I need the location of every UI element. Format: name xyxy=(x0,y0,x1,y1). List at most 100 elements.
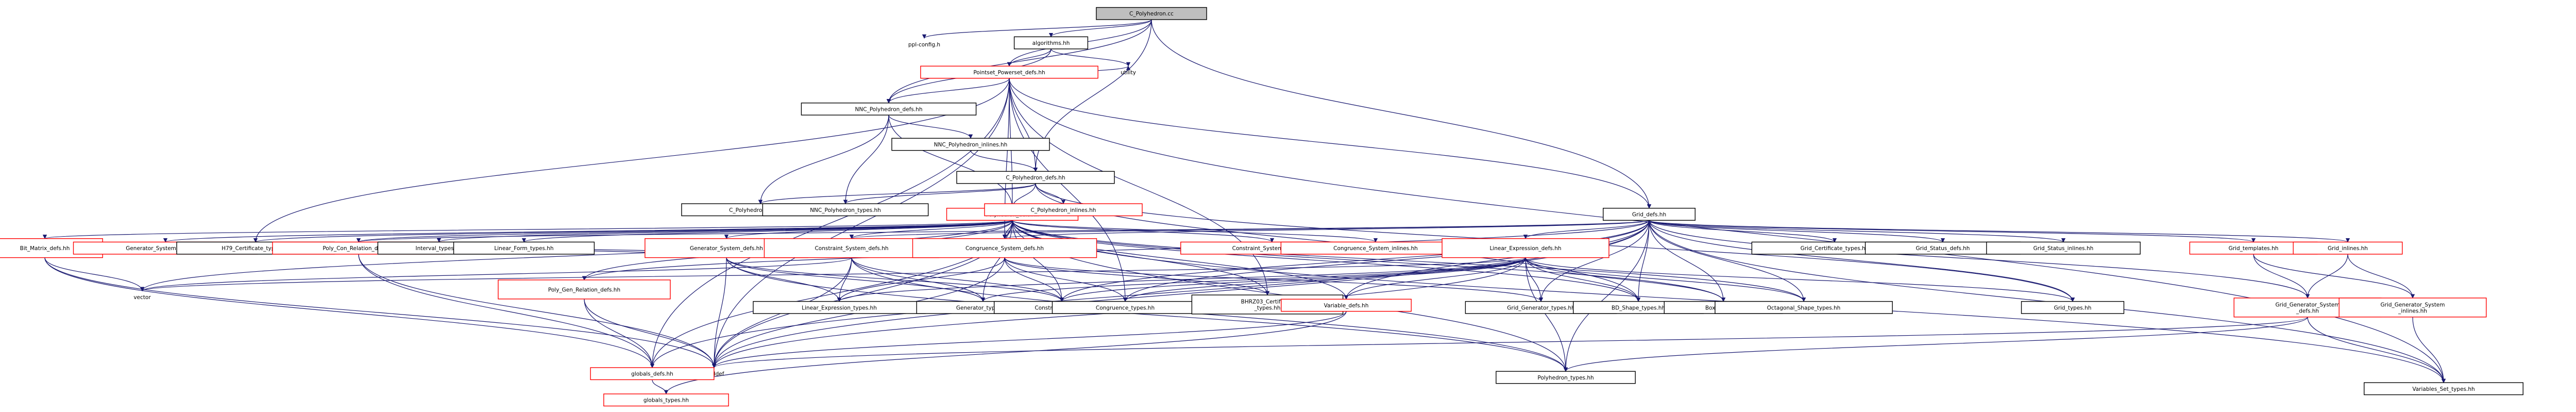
edge-algorithms-to-pointset xyxy=(1007,48,1052,67)
node-globals-types[interactable]: globals_types.hh xyxy=(603,393,729,407)
edge-lin_expr_defs-to-vector xyxy=(140,257,1526,292)
node-octagonal[interactable]: Octagonal_Shape_types.hh xyxy=(1715,301,1893,314)
nodes: C_Polyhedron.cc ppl-config.h algorithms.hh… xyxy=(0,7,2523,407)
node-utility[interactable]: utility xyxy=(1102,66,1155,78)
node-box xyxy=(453,241,595,255)
node-label: _defs.hh xyxy=(2296,308,2319,314)
node-label: ppl-config.h xyxy=(908,42,940,48)
node-poly-gen-defs[interactable]: Poly_Gen_Relation_defs.hh xyxy=(498,279,671,300)
edge-grid_defs-to-poly_con_defs xyxy=(357,220,1650,243)
node-label: Bit_Matrix_defs.hh xyxy=(20,245,70,252)
edge-poly_defs-to-interval xyxy=(437,220,1013,243)
edge-grid_defs-to-grid_cert xyxy=(1649,220,1837,243)
node-box xyxy=(1986,241,2141,255)
edge-nnc_inlines-to-c_defs xyxy=(970,150,1038,172)
edge-grid_gen_sys_defs-to-cstddef xyxy=(712,317,2308,368)
node-c-poly-cc[interactable]: C_Polyhedron.cc xyxy=(1096,7,1207,20)
edge-variable_defs-to-globals_types xyxy=(664,311,1347,394)
edge-grid_defs-to-grid_status_defs xyxy=(1649,220,1945,243)
node-grid-status-defs[interactable]: Grid_Status_defs.hh xyxy=(1865,241,2021,255)
node-con-sys-defs[interactable]: Constraint_System_defs.hh xyxy=(764,238,940,258)
edge-lin_expr_defs-to-box_types xyxy=(1525,257,1726,302)
node-box xyxy=(912,238,1097,258)
node-box xyxy=(801,102,977,116)
edge-grid_templates-to-grid_gen_sys_inl xyxy=(2253,254,2415,299)
edge-cong_sys_defs-to-bhrz03 xyxy=(1004,257,1270,295)
edge-nnc_defs-to-nnc_types xyxy=(843,115,889,204)
node-box xyxy=(920,65,1098,79)
edge-poly_defs-to-vector xyxy=(140,220,1013,292)
node-cong-types[interactable]: Congruence_types.hh xyxy=(1052,301,1199,314)
edge-lin_expr_defs-to-grid_types xyxy=(1525,257,2075,302)
edge-grid_gen_sys_inl-to-vars_set xyxy=(2412,317,2446,383)
node-box xyxy=(1496,371,1636,384)
edge-poly_gen_defs-to-cstddef xyxy=(584,299,717,368)
node-grid-types[interactable]: Grid_types.hh xyxy=(2021,301,2125,314)
node-label: C_Polyhedron_inlines.hh xyxy=(1031,207,1096,213)
edge-cong_sys_defs-to-cong_types xyxy=(1004,257,1128,302)
node-box xyxy=(1603,208,1696,221)
edge-c_defs-to-nnc_types xyxy=(843,183,1036,204)
node-c-defs[interactable]: C_Polyhedron_defs.hh xyxy=(956,171,1115,184)
node-algorithms[interactable]: algorithms.hh xyxy=(1013,36,1089,50)
node-grid-gen-sys-inl[interactable]: Grid_Generator_System_inlines.hh xyxy=(2338,298,2487,318)
node-label: Interval_types.hh xyxy=(415,245,462,252)
edge-grid_defs-to-octagonal xyxy=(1649,220,1806,302)
node-label: Grid_Status_inlines.hh xyxy=(2033,245,2094,252)
node-box xyxy=(1096,7,1207,20)
node-label: NNC_Polyhedron_types.hh xyxy=(810,207,881,213)
node-c-inlines[interactable]: C_Polyhedron_inlines.hh xyxy=(984,203,1143,217)
edge-lin_expr_defs-to-grid_gen_types xyxy=(1525,257,1544,302)
node-lin-form[interactable]: Linear_Form_types.hh xyxy=(453,241,595,255)
node-label: Grid_types.hh xyxy=(2054,305,2092,311)
node-vector[interactable]: vector xyxy=(116,291,168,303)
node-box xyxy=(984,203,1143,217)
edge-poly_defs-to-con_sys_inl xyxy=(1012,220,1275,243)
node-cong-sys-defs[interactable]: Congruence_System_defs.hh xyxy=(912,238,1097,258)
edge-globals_defs-to-globals_types xyxy=(652,380,669,394)
edge-algorithms-to-utility xyxy=(1050,48,1131,67)
node-label: Variables_Set_types.hh xyxy=(2412,386,2475,392)
node-label: Congruence_types.hh xyxy=(1096,305,1155,311)
node-label: globals_defs.hh xyxy=(631,371,673,377)
node-label: BD_Shape_types.hh xyxy=(1612,305,1665,311)
node-lin-expr-defs[interactable]: Linear_Expression_defs.hh xyxy=(1442,238,1609,258)
node-nnc-types[interactable]: NNC_Polyhedron_types.hh xyxy=(762,203,929,217)
node-variable-defs[interactable]: Variable_defs.hh xyxy=(1281,299,1412,312)
edge-grid_inlines-to-grid_gen_sys_defs xyxy=(2305,254,2348,299)
node-globals-defs[interactable]: globals_defs.hh xyxy=(590,367,715,381)
node-grid-inlines[interactable]: Grid_inlines.hh xyxy=(2293,241,2403,255)
node-grid-defs[interactable]: Grid_defs.hh xyxy=(1603,208,1696,221)
node-label: Grid_Generator_System xyxy=(2275,302,2340,308)
node-grid-status-inl[interactable]: Grid_Status_inlines.hh xyxy=(1986,241,2141,255)
node-label: Generator_System_defs.hh xyxy=(690,245,763,252)
node-box xyxy=(1715,301,1893,314)
edge-lin_expr_defs-to-cong_types xyxy=(1123,257,1526,302)
node-label: Grid_Status_defs.hh xyxy=(1916,245,1970,252)
node-grid-templates[interactable]: Grid_templates.hh xyxy=(2189,241,2318,255)
edge-grid_defs-to-grid_inlines xyxy=(1649,220,2350,243)
edge-lin_expr_defs-to-variable_defs xyxy=(1344,257,1526,300)
node-pointset[interactable]: Pointset_Powerset_defs.hh xyxy=(920,65,1098,79)
node-nnc-defs[interactable]: NNC_Polyhedron_defs.hh xyxy=(801,102,977,116)
node-nnc-inlines[interactable]: NNC_Polyhedron_inlines.hh xyxy=(891,138,1050,151)
node-label: Poly_Gen_Relation_defs.hh xyxy=(548,287,620,293)
node-lin-expr-types[interactable]: Linear_Expression_types.hh xyxy=(753,301,926,314)
node-vars-set[interactable]: Variables_Set_types.hh xyxy=(2364,382,2523,395)
node-poly-types[interactable]: Polyhedron_types.hh xyxy=(1496,371,1636,384)
edge-cong_sys_defs-to-lin_expr_types xyxy=(837,257,1005,302)
edge-grid_defs-to-poly_gen_defs xyxy=(582,220,1650,281)
edge-gen_sys_defs-to-gen_types xyxy=(726,257,986,302)
node-box xyxy=(2364,382,2523,395)
edge-grid_inlines-to-grid_gen_sys_inl xyxy=(2347,254,2415,299)
node-label: _types.hh xyxy=(1254,305,1281,311)
edge-grid_defs-to-grid_templates xyxy=(1649,220,2256,243)
edge-pointset-to-globals_defs xyxy=(650,78,1010,368)
edge-pointset-to-cong_types xyxy=(1009,78,1128,302)
edge-c_poly_cc-to-algorithms xyxy=(1048,19,1152,38)
edge-poly_defs-to-con_sys_defs xyxy=(849,220,1013,239)
node-box xyxy=(590,367,715,381)
edge-pointset-to-cstddef xyxy=(711,78,1010,368)
node-label: C_Polyhedron.cc xyxy=(1129,11,1174,17)
node-ppl-config[interactable]: ppl-config.h xyxy=(878,38,971,50)
